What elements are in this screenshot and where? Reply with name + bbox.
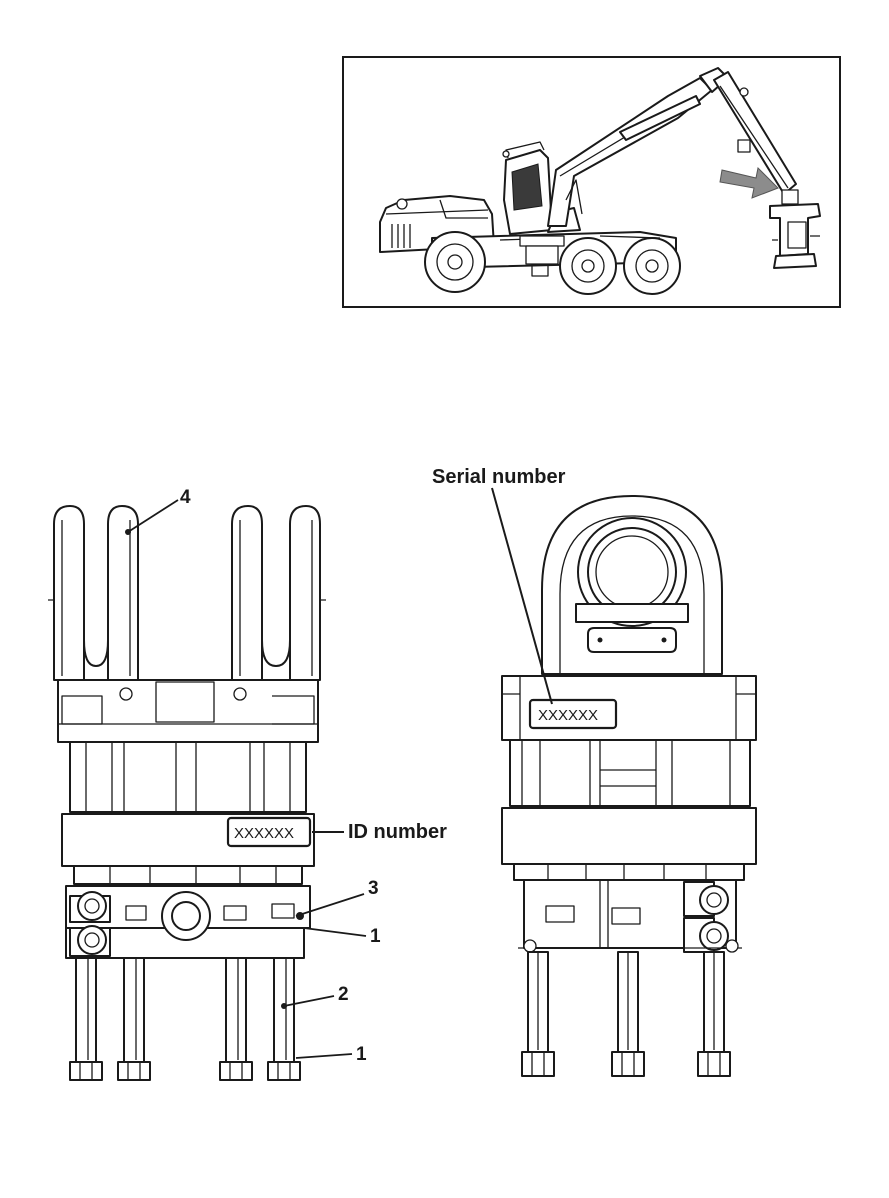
callout-1-lower-leader	[295, 1053, 353, 1059]
id-plate	[226, 816, 312, 848]
nut-set-front	[521, 1051, 731, 1077]
front-wheel	[424, 231, 486, 293]
callout-1-lower: 1	[356, 1044, 367, 1065]
harvester-machine	[379, 67, 821, 295]
rod-set-front	[527, 951, 725, 1053]
id-number-label: ID number	[348, 821, 447, 843]
callout-3-leader	[295, 893, 365, 917]
callout-2-leader	[283, 995, 335, 1007]
fork-prong	[289, 505, 321, 681]
callout-3: 3	[368, 878, 379, 899]
callout-4-leader	[127, 499, 179, 533]
serial-number-label: Serial number	[432, 466, 566, 488]
fork-prong	[53, 505, 85, 681]
callout-1-upper: 1	[370, 926, 381, 947]
nut-set	[69, 1061, 301, 1081]
callout-2: 2	[338, 984, 349, 1005]
serial-plate-text: XXXXXX	[538, 707, 598, 724]
fork-prong	[107, 505, 139, 681]
id-plate-text: XXXXXX	[234, 825, 294, 842]
callout-1-upper-leader	[303, 927, 367, 937]
serial-plate	[528, 698, 618, 730]
fork-prong	[231, 505, 263, 681]
hydraulic-fitting-front	[683, 881, 729, 953]
lug-eye	[577, 517, 687, 627]
callout-4: 4	[180, 487, 191, 508]
rear-wheel-1	[559, 237, 617, 295]
rear-wheel-2	[623, 237, 681, 295]
rotator-front-view: XXXXXX	[432, 466, 757, 1077]
hydraulic-fitting	[77, 891, 107, 955]
harvester-inset	[342, 56, 841, 308]
rotator-side-view: XXXXXX ID number 4 3 1 2 1	[48, 487, 447, 1081]
rotator-body-front	[501, 807, 757, 865]
rod-set	[75, 957, 295, 1063]
serial-number-leader	[491, 487, 553, 705]
swivel-port	[161, 891, 211, 941]
